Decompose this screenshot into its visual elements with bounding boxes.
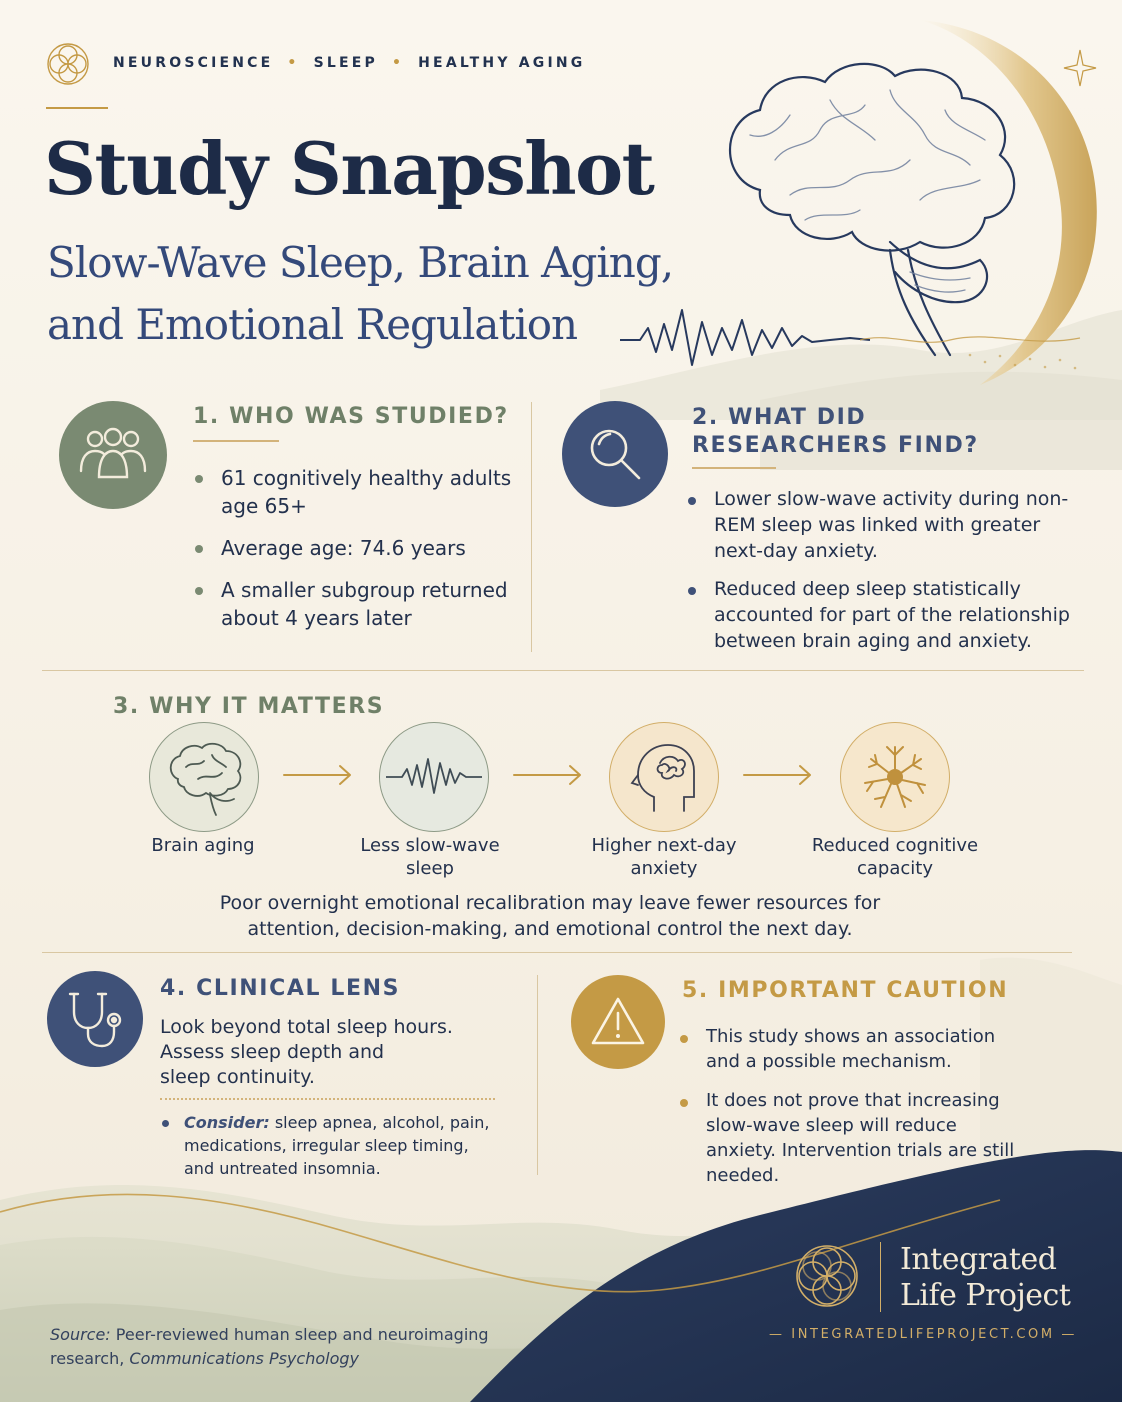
stethoscope-icon [68, 992, 122, 1048]
crescent-moon-icon [920, 20, 1097, 385]
source-citation: Source: Peer-reviewed human sleep and ne… [50, 1323, 520, 1371]
brand-divider [880, 1242, 881, 1312]
flow-arrow-1-icon [283, 765, 351, 785]
flow-arrow-3-icon [743, 765, 811, 785]
brain-icon [169, 742, 242, 816]
list-item: It does not prove that increasing slow-w… [678, 1088, 1028, 1188]
brain-wave-icon [386, 758, 482, 794]
eeg-wave-icon [620, 309, 871, 366]
section1-rule [193, 440, 279, 442]
step-label-cognitive: Reduced cognitive capacity [811, 835, 979, 879]
section4-dotted-rule [160, 1098, 495, 1100]
warning-icon [591, 997, 645, 1045]
section4-heading: 4. CLINICAL LENS [160, 976, 401, 1001]
brain-moon-illustration [620, 20, 1097, 385]
list-item: A smaller subgroup returned about 4 year… [193, 576, 513, 632]
step-label-anxiety: Higher next-day anxiety [591, 835, 737, 879]
step-label-brain-aging: Brain aging [151, 835, 255, 856]
section1-heading: 1. WHO WAS STUDIED? [193, 404, 509, 429]
section2-heading-line-1: 2. WHAT DID [692, 405, 867, 430]
tag-healthy-aging: HEALTHY AGING [418, 55, 586, 71]
section2-icon-circle [562, 401, 668, 507]
section3-heading: 3. WHY IT MATTERS [113, 694, 385, 719]
title-rule [46, 107, 108, 109]
section1-list: 61 cognitively healthy adults age 65+ Av… [193, 464, 513, 632]
source-label: Source: [50, 1325, 111, 1344]
section4-body: Look beyond total sleep hours. Assess sl… [160, 1016, 453, 1088]
people-group-icon [79, 427, 147, 479]
brain-illustration-icon [728, 62, 1016, 357]
list-item: Reduced deep sleep statistically account… [686, 576, 1081, 654]
tag-sleep: SLEEP [313, 55, 378, 71]
list-item: Average age: 74.6 years [193, 534, 513, 562]
source-text: Peer-reviewed human sleep and neuroimagi… [50, 1325, 489, 1368]
magnifier-icon [590, 429, 641, 480]
step-label-less-sleep: Less slow-wave sleep [360, 835, 500, 879]
section5-heading: 5. IMPORTANT CAUTION [682, 978, 1009, 1003]
section2-rule [692, 467, 776, 469]
divider-horizontal-1 [42, 670, 1084, 671]
subtitle-line-2: and Emotional Regulation [47, 300, 578, 349]
tag-neuroscience: NEUROSCIENCE [113, 55, 274, 71]
consider-label: Consider: [184, 1113, 270, 1132]
consider-text: sleep apnea, alcohol, pain, medications,… [184, 1113, 490, 1178]
section4-icon-circle [47, 971, 143, 1067]
step-anxiety-circle [609, 722, 719, 832]
topic-tags: NEUROSCIENCE•SLEEP•HEALTHY AGING [113, 55, 586, 71]
list-item: This study shows an association and a po… [678, 1024, 1028, 1074]
source-journal: Communications Psychology [129, 1349, 359, 1368]
flow-arrow-2-icon [513, 765, 581, 785]
anxious-head-icon [630, 744, 695, 812]
subtitle-line-1: Slow-Wave Sleep, Brain Aging, [47, 238, 674, 287]
section3-summary: Poor overnight emotional recalibration m… [219, 892, 881, 940]
list-item: Lower slow-wave activity during non-REM … [686, 486, 1081, 564]
divider-horizontal-2 [42, 952, 1072, 953]
section1-icon-circle [59, 401, 167, 509]
page-subtitle: Slow-Wave Sleep, Brain Aging, and Emotio… [47, 232, 747, 356]
divider-vertical-bottom [537, 975, 538, 1175]
section2-list: Lower slow-wave activity during non-REM … [686, 486, 1081, 654]
divider-vertical-top [531, 402, 532, 652]
list-item: 61 cognitively healthy adults age 65+ [193, 464, 513, 520]
page-title: Study Snapshot [44, 126, 655, 211]
section2-heading: 2. WHAT DID RESEARCHERS FIND? [692, 404, 979, 460]
section4-consider: Consider: sleep apnea, alcohol, pain, me… [160, 1111, 500, 1180]
step-cognitive-circle [840, 722, 950, 832]
section2-heading-line-2: RESEARCHERS FIND? [692, 433, 979, 458]
bullet-dot [162, 1120, 169, 1127]
brand-url-link[interactable]: — INTEGRATEDLIFEPROJECT.COM — [768, 1327, 1078, 1342]
sparkle-icon [1063, 49, 1097, 87]
step-brain-aging-circle [149, 722, 259, 832]
section5-list: This study shows an association and a po… [678, 1024, 1028, 1188]
brand-name: Integrated Life Project [900, 1242, 1071, 1313]
neuron-icon [864, 746, 926, 808]
step-less-sleep-circle [379, 722, 489, 832]
section5-icon-circle [571, 975, 665, 1069]
flower-of-life-logo-icon [47, 43, 89, 85]
brand-logo-icon [796, 1245, 858, 1307]
